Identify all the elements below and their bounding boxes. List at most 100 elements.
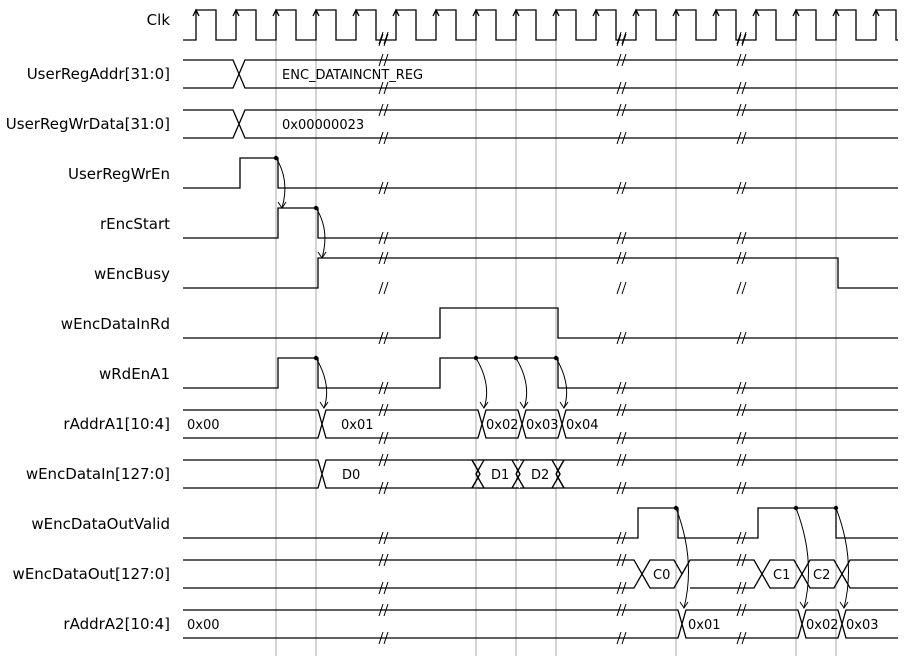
- label-user-reg-wr-data: UserRegWrData[31:0]: [6, 115, 170, 133]
- w-enc-data-in-cells: [471, 459, 565, 489]
- w-enc-data-out-valid-wave: [183, 507, 898, 539]
- clk-edge-arrow: [832, 8, 840, 17]
- label-w-enc-data-in: wEncDataIn[127:0]: [26, 465, 170, 483]
- break-mark: [736, 251, 747, 265]
- arrow-head: [839, 601, 849, 609]
- label-w-enc-busy: wEncBusy: [94, 265, 170, 283]
- label-w-enc-data-out: wEncDataOut[127:0]: [13, 565, 170, 583]
- break-mark: [378, 453, 389, 467]
- break-mark: [616, 33, 627, 47]
- break-mark: [736, 103, 747, 117]
- break-mark: [736, 631, 747, 645]
- value-data-in-d2: D2: [531, 468, 549, 483]
- arrow-head: [277, 201, 287, 209]
- r-addr-a1-bus: [183, 409, 898, 439]
- bus-value-labels: ENC_DATAINCNT_REG 0x00000023 0x00 0x01 0…: [187, 68, 879, 633]
- break-mark: [616, 631, 627, 645]
- break-mark: [616, 381, 627, 395]
- label-w-enc-data-out-valid: wEncDataOutValid: [31, 515, 170, 533]
- label-user-reg-wr-en: UserRegWrEn: [68, 165, 170, 183]
- break-mark: [616, 251, 627, 265]
- break-mark: [616, 431, 627, 445]
- clock-edge-guides: [275, 10, 837, 656]
- break-mark: [616, 331, 627, 345]
- value-addr-a1-2: 0x02: [486, 418, 519, 433]
- arrow-head: [679, 601, 689, 609]
- break-mark: [616, 481, 627, 495]
- user-reg-addr-bus: [183, 59, 898, 89]
- arrow-rden-to-addr3: [515, 357, 528, 409]
- r-enc-start-wave: [183, 207, 898, 239]
- clk-edge-arrow: [192, 8, 200, 17]
- break-mark: [378, 53, 389, 67]
- user-reg-wr-en-wave: [183, 157, 898, 189]
- label-r-enc-start: rEncStart: [100, 215, 170, 233]
- break-mark: [378, 331, 389, 345]
- break-mark: [378, 431, 389, 445]
- waveforms: [183, 8, 898, 639]
- break-mark: [736, 381, 747, 395]
- clk-edge-arrow: [272, 8, 280, 17]
- break-mark: [736, 453, 747, 467]
- break-mark: [736, 331, 747, 345]
- label-w-enc-data-in-rd: wEncDataInRd: [61, 315, 170, 333]
- clk-edge-arrow: [312, 8, 320, 17]
- break-mark: [616, 531, 627, 545]
- break-mark: [616, 131, 627, 145]
- value-addr-a2-0: 0x00: [187, 618, 220, 633]
- clk-edge-arrow: [712, 8, 720, 17]
- break-mark: [616, 181, 627, 195]
- clk-edge-arrow: [632, 8, 640, 17]
- break-mark: [736, 553, 747, 567]
- break-mark: [378, 531, 389, 545]
- break-mark: [378, 181, 389, 195]
- clk-edge-arrow: [552, 8, 560, 17]
- break-mark: [378, 403, 389, 417]
- break-mark: [378, 631, 389, 645]
- r-addr-a2-bus: [183, 609, 898, 639]
- value-addr-a2-2: 0x02: [806, 618, 839, 633]
- data-in-d2-box: [519, 460, 556, 488]
- break-mark: [378, 231, 389, 245]
- value-data-in-d0: D0: [342, 468, 360, 483]
- break-mark: [736, 481, 747, 495]
- value-data-out-c1: C1: [773, 568, 790, 583]
- value-user-reg-wr-data: 0x00000023: [282, 118, 364, 133]
- clk-edge-arrow: [752, 8, 760, 17]
- arrow-wren-to-start: [275, 157, 286, 209]
- arrow-valid-to-addr2-1: [675, 507, 689, 609]
- clk-wave: [183, 9, 898, 41]
- arrow-head: [317, 251, 327, 259]
- label-r-addr-a1: rAddrA1[10:4]: [63, 415, 170, 433]
- value-addr-a1-3: 0x03: [526, 418, 559, 433]
- clk-edge-arrow: [672, 8, 680, 17]
- value-addr-a1-0: 0x00: [187, 418, 220, 433]
- label-w-rd-en-a1: wRdEnA1: [99, 365, 170, 383]
- break-mark: [616, 403, 627, 417]
- clk-edge-arrow: [232, 8, 240, 17]
- break-mark: [378, 33, 389, 47]
- break-mark: [616, 53, 627, 67]
- break-mark: [736, 581, 747, 595]
- arrow-head: [479, 401, 489, 409]
- value-addr-a2-1: 0x01: [688, 618, 721, 633]
- break-mark: [378, 381, 389, 395]
- clk-edge-arrow: [792, 8, 800, 17]
- break-mark: [378, 581, 389, 595]
- break-mark: [736, 33, 747, 47]
- break-mark: [616, 581, 627, 595]
- break-mark: [616, 231, 627, 245]
- break-mark: [736, 431, 747, 445]
- break-mark: [378, 481, 389, 495]
- clk-edge-arrow: [472, 8, 480, 17]
- value-addr-a1-4: 0x04: [566, 418, 599, 433]
- arrow-valid-to-addr2-3: [835, 507, 849, 609]
- clk-edge-arrow: [872, 8, 880, 17]
- arrow-rden-to-addr4: [555, 357, 568, 409]
- clk-edge-arrow: [592, 8, 600, 17]
- value-addr-a1-1: 0x01: [341, 418, 374, 433]
- label-r-addr-a2: rAddrA2[10:4]: [63, 615, 170, 633]
- value-addr-a2-3: 0x03: [846, 618, 879, 633]
- arrow-head: [519, 401, 529, 409]
